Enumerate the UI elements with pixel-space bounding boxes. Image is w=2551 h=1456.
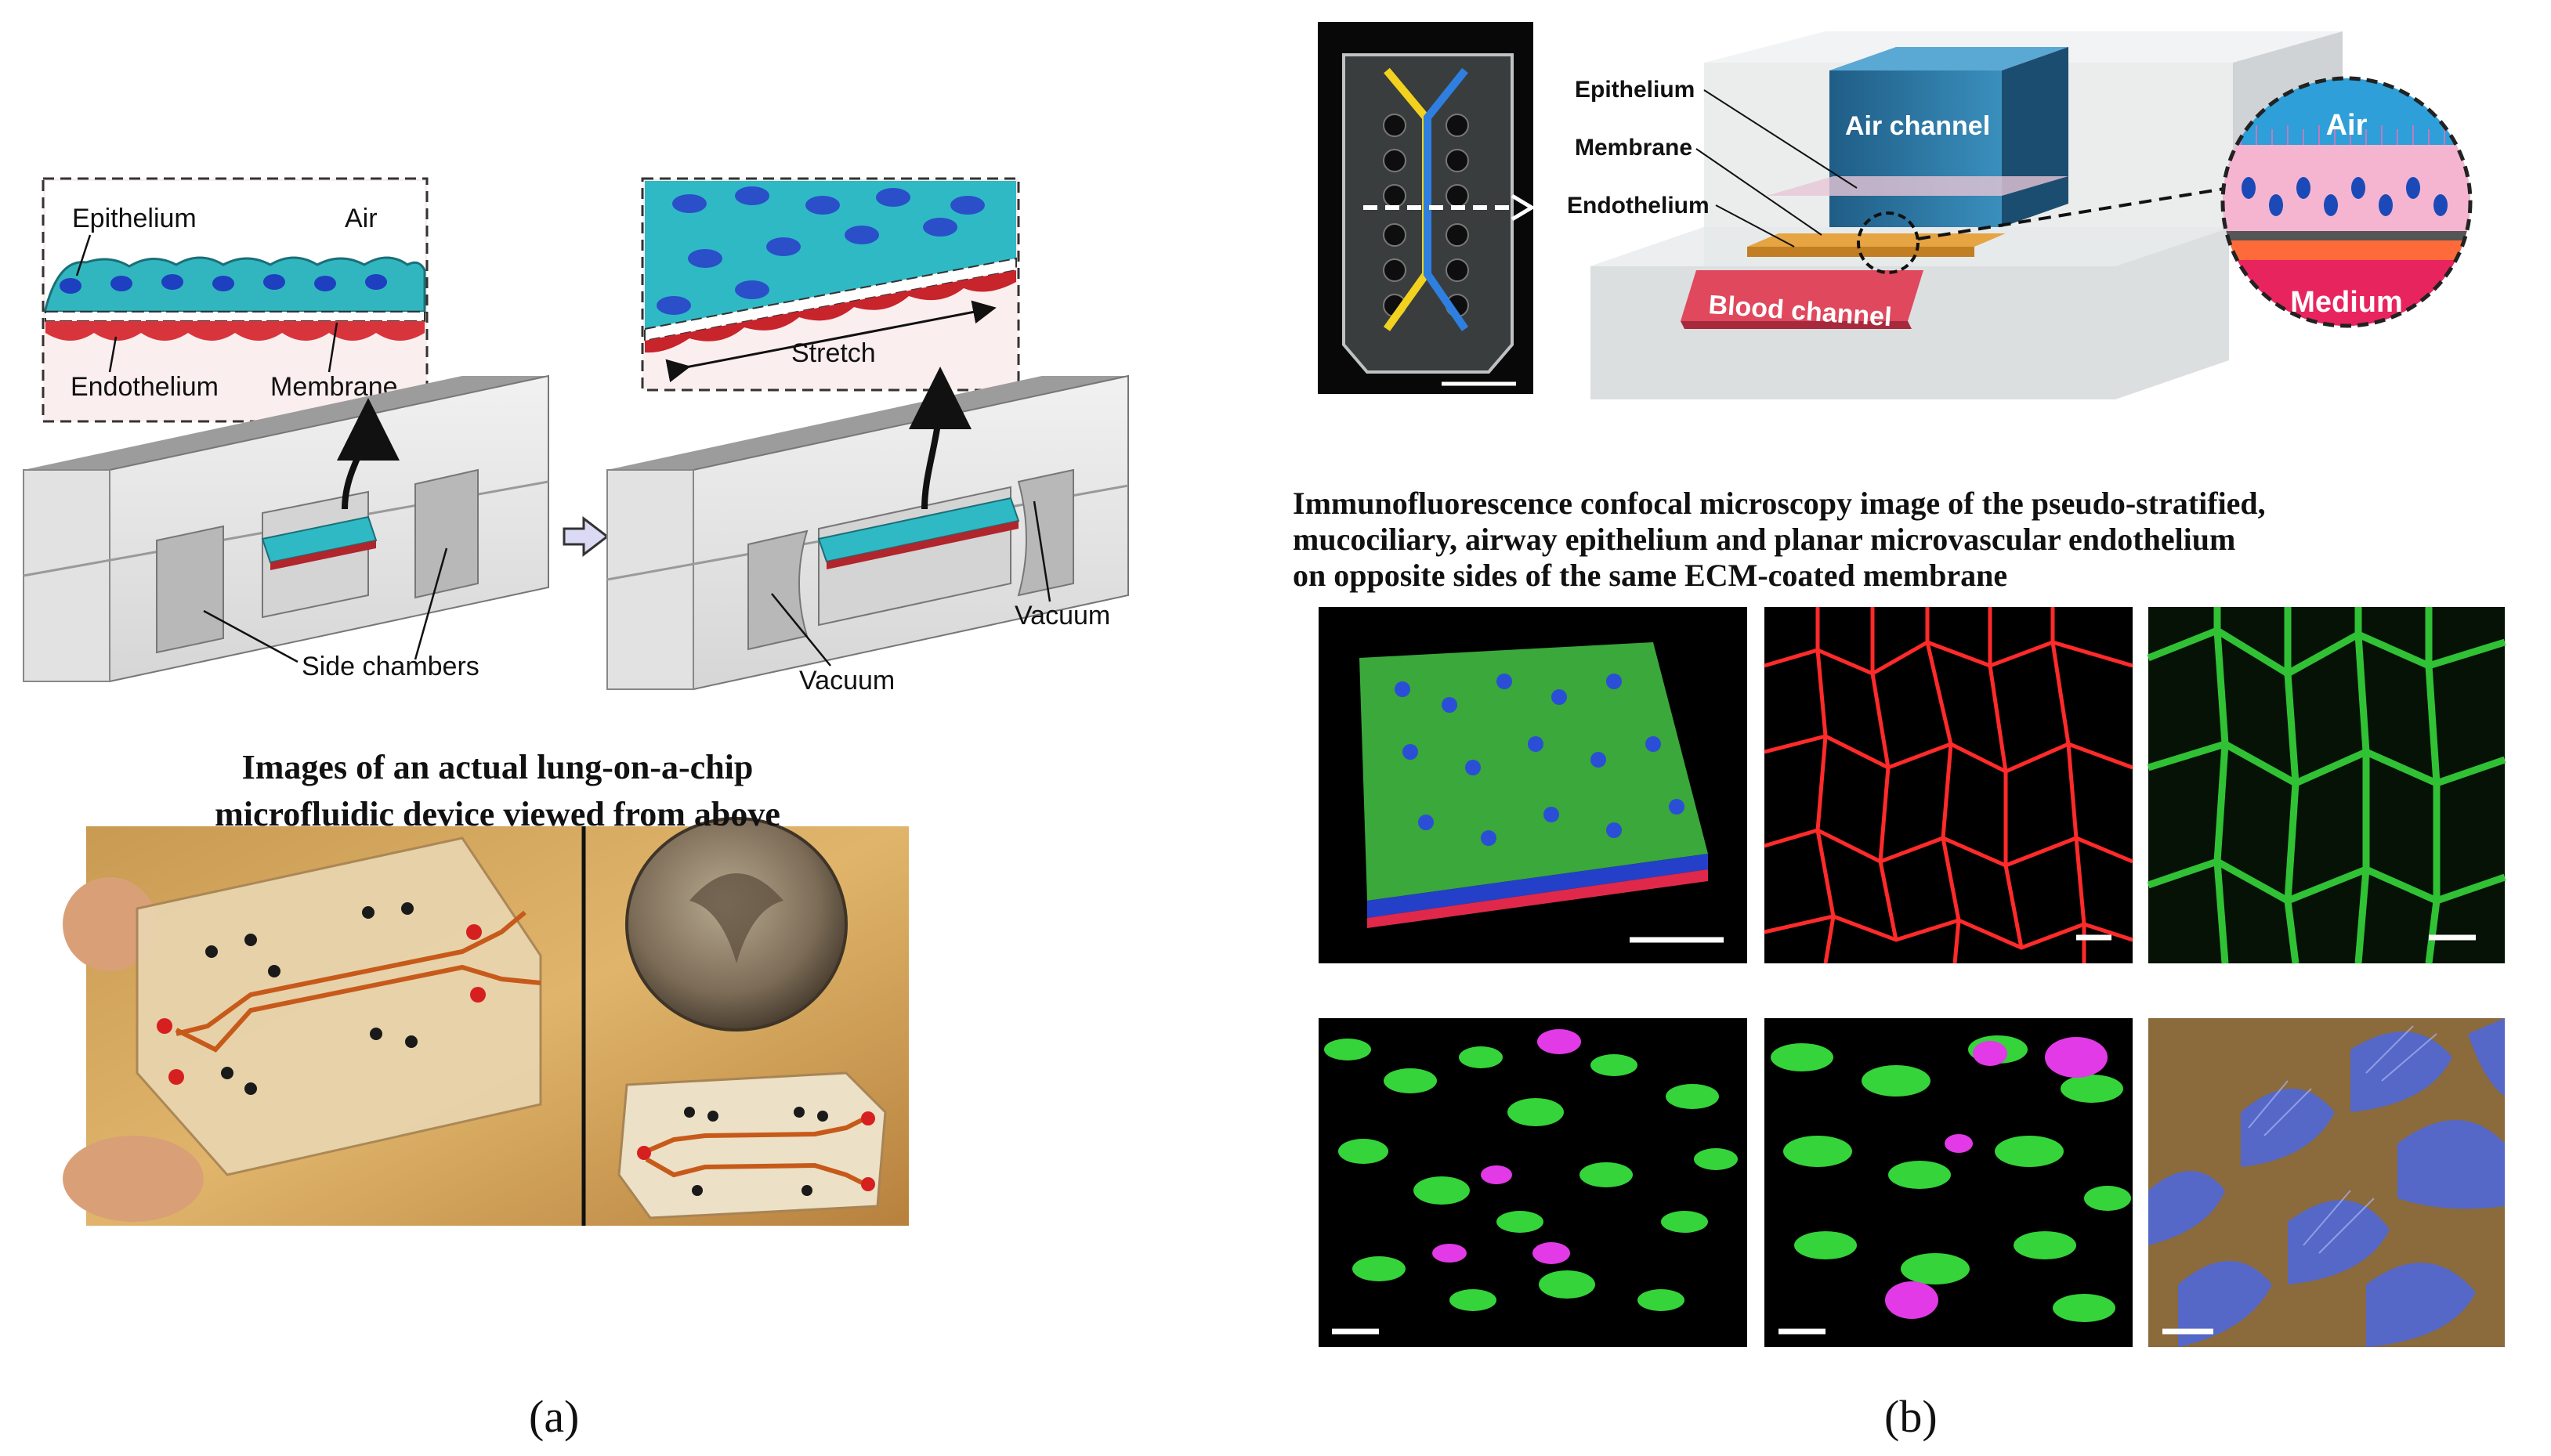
panel-label-a: (a) [529, 1391, 580, 1442]
photo-heading-line-1: Images of an actual lung-on-a-chip [241, 748, 754, 786]
label-side-chambers: Side chambers [302, 652, 479, 681]
micrograph-green-endothelium [2147, 607, 2506, 964]
panel-label-b: (b) [1884, 1391, 1938, 1442]
label-vacuum-left: Vacuum [799, 666, 895, 695]
label-epithelium: Epithelium [72, 204, 197, 233]
microscopy-heading: Immunofluorescence confocal microscopy i… [1293, 486, 2538, 594]
label-air: Air [345, 204, 378, 233]
panel-b: Air channel Blood channel Epithelium Mem… [1318, 22, 2506, 1347]
device-photo [63, 817, 909, 1226]
chip-photo [1318, 22, 1536, 394]
microscopy-heading-line-2: mucociliary, airway epithelium and plana… [1293, 522, 2236, 557]
label-medium-zoom: Medium [2290, 286, 2403, 319]
micrograph-cilia-2 [1764, 1018, 2133, 1347]
transition-arrow [563, 515, 610, 558]
inset-cross-section: Epithelium Air Endothelium Membrane [42, 177, 429, 423]
micrograph-red-junctions [1764, 607, 2133, 964]
inset-stretched: Stretch [641, 177, 1020, 392]
micrograph-3d-epithelium [1319, 607, 1747, 963]
zoom-circle: Air Medium [2220, 76, 2473, 328]
label-epithelium-b: Epithelium [1575, 77, 1695, 103]
label-air-zoom: Air [2326, 109, 2368, 142]
device-relaxed: Side chambers [23, 374, 549, 683]
label-endothelium-b: Endothelium [1567, 193, 1710, 219]
label-vacuum-right: Vacuum [1015, 601, 1110, 630]
photo-heading-line-2: microfluidic device viewed from above [215, 795, 780, 833]
microscopy-heading-line-3: on opposite sides of the same ECM-coated… [1293, 558, 2008, 593]
microscopy-heading-line-1: Immunofluorescence confocal microscopy i… [1293, 486, 2266, 521]
photo-heading: Images of an actual lung-on-a-chip micro… [86, 744, 909, 838]
device-stretched: Vacuum Vacuum [606, 367, 1129, 695]
label-membrane-b: Membrane [1575, 135, 1692, 161]
panel-a: Epithelium Air Endothelium Membrane [23, 177, 1129, 1226]
label-air-channel: Air channel [1845, 111, 1990, 141]
micrograph-cilia-1 [1319, 1018, 1747, 1347]
label-stretch: Stretch [791, 338, 876, 368]
epithelium-cells [44, 256, 426, 313]
label-endothelium: Endothelium [71, 372, 219, 402]
micrograph-sem-cilia [2148, 1018, 2505, 1347]
